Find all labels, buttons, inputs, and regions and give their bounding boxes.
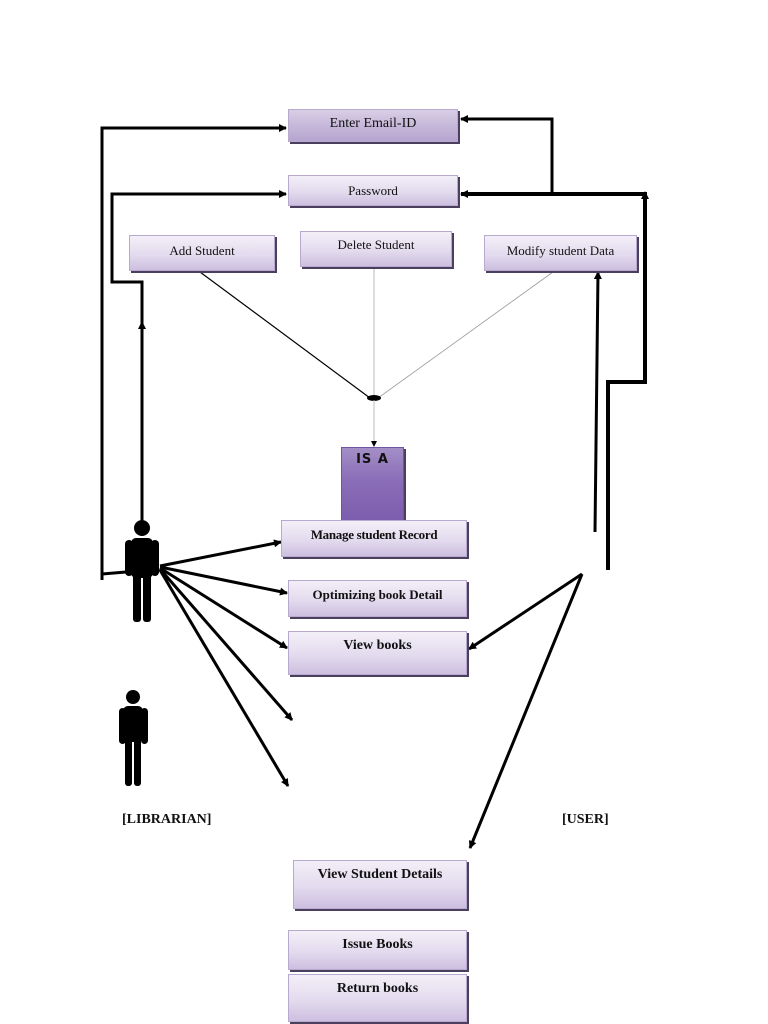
issue-books-box[interactable]: Issue Books <box>288 930 467 970</box>
modify-to-isa-line <box>377 271 554 399</box>
manage-student-record-box[interactable]: Manage student Record <box>281 520 467 557</box>
modify-student-box[interactable]: Modify student Data <box>484 235 637 271</box>
librarian-arrow-5 <box>158 569 290 787</box>
librarian-to-email-connector <box>100 124 287 580</box>
user-actor-icon <box>119 690 148 786</box>
email-id-box[interactable]: Enter Email-ID <box>288 109 458 142</box>
view-books-box[interactable]: View books <box>288 631 467 675</box>
isa-junction <box>367 395 381 401</box>
librarian-actor-icon <box>125 520 159 622</box>
user-to-password-connector <box>460 190 647 570</box>
librarian-link-stub <box>101 570 127 576</box>
user-to-modify-connector <box>593 271 602 533</box>
librarian-to-viewbooks-arrow <box>159 566 288 650</box>
librarian-to-optimize-arrow <box>159 565 288 596</box>
librarian-to-password-connector <box>110 190 287 520</box>
optimizing-book-detail-box[interactable]: Optimizing book Detail <box>288 580 467 617</box>
user-to-viewstudent-arrow <box>468 573 584 849</box>
user-to-viewbooks-arrow <box>468 572 583 651</box>
user-label: [USER] <box>562 812 609 827</box>
user-to-email-connector <box>460 115 554 194</box>
librarian-to-manage-arrow <box>159 539 282 568</box>
add-student-box[interactable]: Add Student <box>129 235 275 271</box>
delete-student-box[interactable]: Delete Student <box>300 231 452 267</box>
isa-box: IS A <box>341 447 404 521</box>
add-to-isa-line <box>199 271 371 399</box>
librarian-label: [LIBRARIAN] <box>122 812 212 827</box>
password-box[interactable]: Password <box>288 175 458 206</box>
librarian-arrow-4 <box>158 568 294 721</box>
view-student-details-box[interactable]: View Student Details <box>293 860 467 909</box>
return-books-box[interactable]: Return books <box>288 974 467 1022</box>
